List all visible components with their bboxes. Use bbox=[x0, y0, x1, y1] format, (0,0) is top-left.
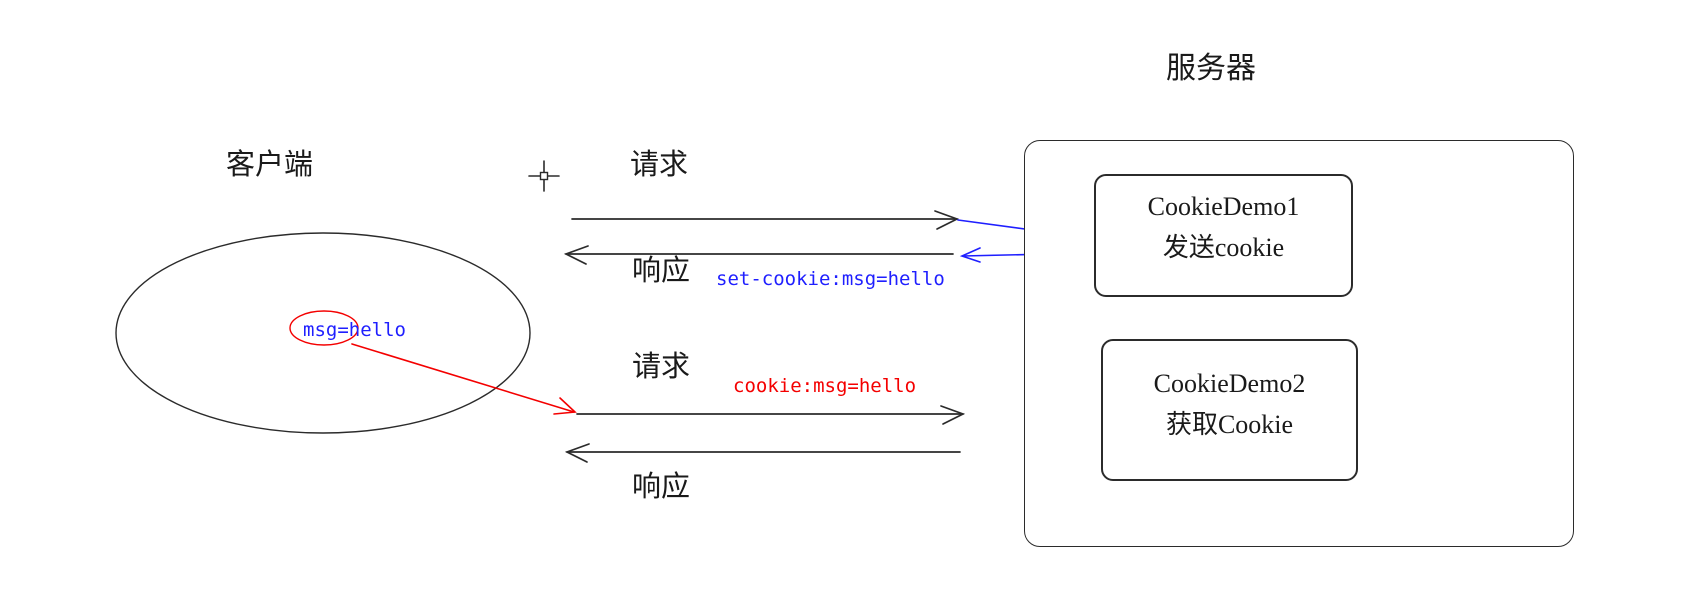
servlet1-name: CookieDemo1 bbox=[1147, 192, 1300, 221]
crosshair-icon bbox=[528, 160, 560, 192]
servlet2-box: CookieDemo2 获取Cookie bbox=[1101, 339, 1358, 481]
servlet2-action: 获取Cookie bbox=[1165, 410, 1294, 439]
response-arrow-2 bbox=[564, 443, 961, 463]
server-label: 服务器 bbox=[1166, 52, 1256, 85]
cookie-value-ellipse bbox=[289, 310, 359, 346]
cookie-header-text: cookie:msg=hello bbox=[733, 375, 917, 397]
servlet1-box: CookieDemo1 发送cookie bbox=[1094, 174, 1353, 297]
set-cookie-header-text: set-cookie:msg=hello bbox=[716, 268, 945, 290]
response-label-1: 响应 bbox=[632, 255, 691, 287]
request-label-2: 请求 bbox=[632, 351, 691, 383]
red-cookie-arrow bbox=[351, 343, 577, 415]
response-arrow-1 bbox=[563, 245, 954, 265]
servlet2-name: CookieDemo2 bbox=[1153, 369, 1306, 398]
request-arrow-2 bbox=[576, 405, 966, 425]
client-ellipse bbox=[115, 232, 531, 434]
servlet1-action: 发送cookie bbox=[1162, 233, 1285, 262]
cookie-value-text: msg=hello bbox=[303, 319, 406, 341]
request-arrow-1 bbox=[571, 210, 960, 230]
response-label-2: 响应 bbox=[632, 471, 691, 503]
request-label-1: 请求 bbox=[630, 149, 689, 181]
client-label: 客户端 bbox=[226, 149, 314, 181]
